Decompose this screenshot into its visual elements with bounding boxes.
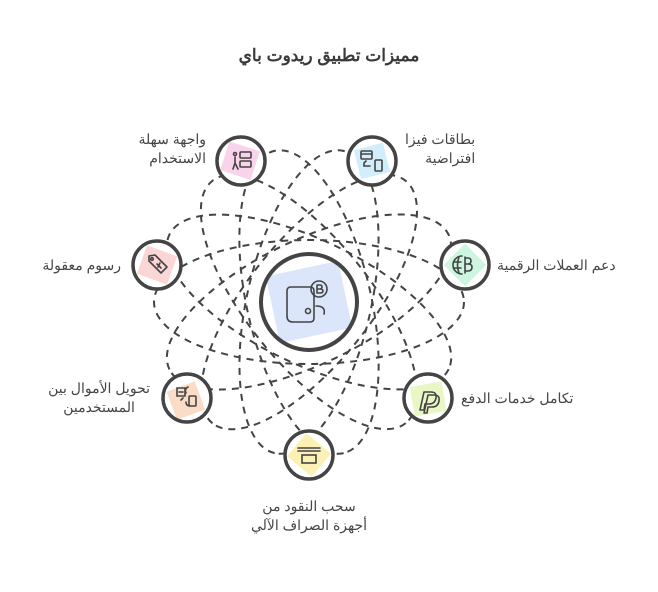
label-line: أجهزة الصراف الآلي — [250, 517, 368, 533]
atm-icon — [297, 447, 321, 464]
center-hub — [259, 252, 359, 352]
label-line: رسوم معقولة — [42, 257, 121, 273]
label-line: تكامل خدمات الدفع — [461, 390, 574, 406]
label-line: دعم العملات الرقمية — [497, 257, 616, 273]
label-line: بطاقات فيزا — [405, 131, 476, 147]
feature-label-p2p-transfer: تحويل الأموال بين المستخدمين — [48, 379, 150, 417]
wallet-bitcoin-icon — [286, 280, 328, 323]
feature-label-crypto-support: دعم العملات الرقمية — [497, 256, 616, 275]
feature-node-atm-withdrawal[interactable] — [283, 429, 335, 481]
card-phone-transfer-icon — [360, 150, 383, 172]
user-interface-icon — [232, 151, 252, 170]
transfer-devices-icon — [176, 386, 197, 407]
diagram-title: مميزات تطبيق ريدوت باي — [238, 46, 420, 65]
globe-baht-icon — [452, 255, 473, 275]
feature-label-reasonable-fees: رسوم معقولة — [42, 256, 121, 275]
feature-node-p2p-transfer[interactable] — [161, 372, 213, 424]
label-line: افتراضية — [425, 150, 476, 166]
paypal-icon — [419, 391, 440, 414]
feature-label-easy-ui: واجهة سهلة الاستخدام — [139, 130, 206, 168]
label-line: واجهة سهلة — [138, 131, 206, 147]
feature-node-virtual-visa[interactable] — [346, 135, 398, 187]
feature-label-payment-integration: تكامل خدمات الدفع — [461, 389, 573, 408]
feature-label-virtual-visa: بطاقات فيزا افتراضية — [405, 130, 475, 168]
feature-node-easy-ui[interactable] — [215, 135, 267, 187]
label-line: سحب النقود من — [262, 498, 356, 514]
feature-label-atm-withdrawal: سحب النقود من أجهزة الصراف الآلي — [209, 497, 409, 535]
label-line: المستخدمين — [63, 399, 135, 415]
label-line: الاستخدام — [149, 150, 206, 166]
feature-node-crypto-support[interactable] — [439, 239, 491, 291]
orbit-ellipses — [153, 149, 465, 455]
feature-node-reasonable-fees[interactable] — [131, 239, 183, 291]
price-tag-icon — [148, 254, 168, 274]
label-line: تحويل الأموال بين — [48, 380, 150, 396]
feature-node-payment-integration[interactable] — [402, 372, 454, 424]
